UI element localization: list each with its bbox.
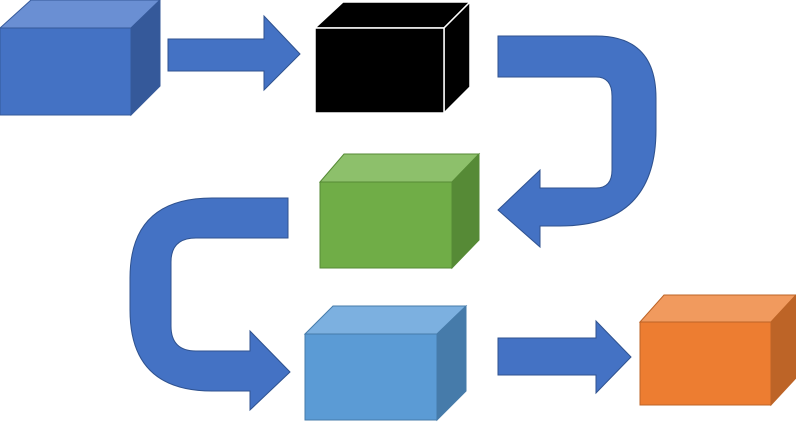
box-5-top-face [638, 294, 796, 323]
box-3-top-face [318, 153, 481, 183]
box-1-front-face [0, 27, 132, 116]
box-5-front-face [639, 321, 772, 406]
box-4-front-face [304, 333, 438, 421]
u-turn-arrow-box-3-to-box-4 [129, 197, 291, 412]
box-3-green [318, 152, 481, 270]
box-1-blue [0, 0, 161, 117]
box-2-front-face [314, 27, 445, 114]
u-turn-arrow-box-2-to-box-3 [497, 35, 657, 249]
arrow-box-4-to-box-5 [497, 319, 632, 395]
box-2-black [313, 0, 472, 115]
box-4-light-blue [303, 304, 468, 422]
arrow-box-1-to-box-2 [167, 14, 301, 92]
box-2-top-face [313, 1, 472, 29]
box-5-orange [638, 294, 796, 407]
box-3-front-face [319, 181, 453, 269]
